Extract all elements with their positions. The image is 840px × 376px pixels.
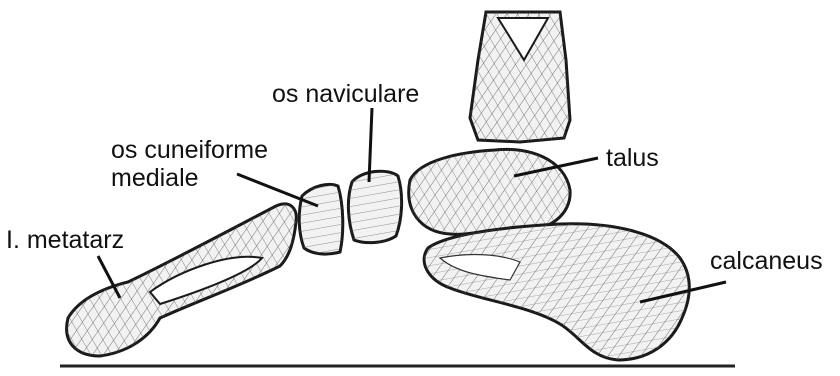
medial-cuneiform-bone [299,184,343,254]
navicular-bone [348,171,401,242]
label-calcaneus: calcaneus [710,247,823,275]
label-metatarz: I. metatarz [6,226,124,254]
label-talus: talus [606,144,659,172]
label-os-cuneiforme-line2: mediale [111,164,268,192]
label-os-cuneiforme-line1: os cuneiforme [111,136,268,164]
tibia-bone [470,12,570,142]
calcaneus-bone [424,224,689,360]
label-os-naviculare: os naviculare [272,80,419,108]
label-os-cuneiforme-mediale: os cuneiforme mediale [111,136,268,192]
talus-bone [409,149,570,234]
